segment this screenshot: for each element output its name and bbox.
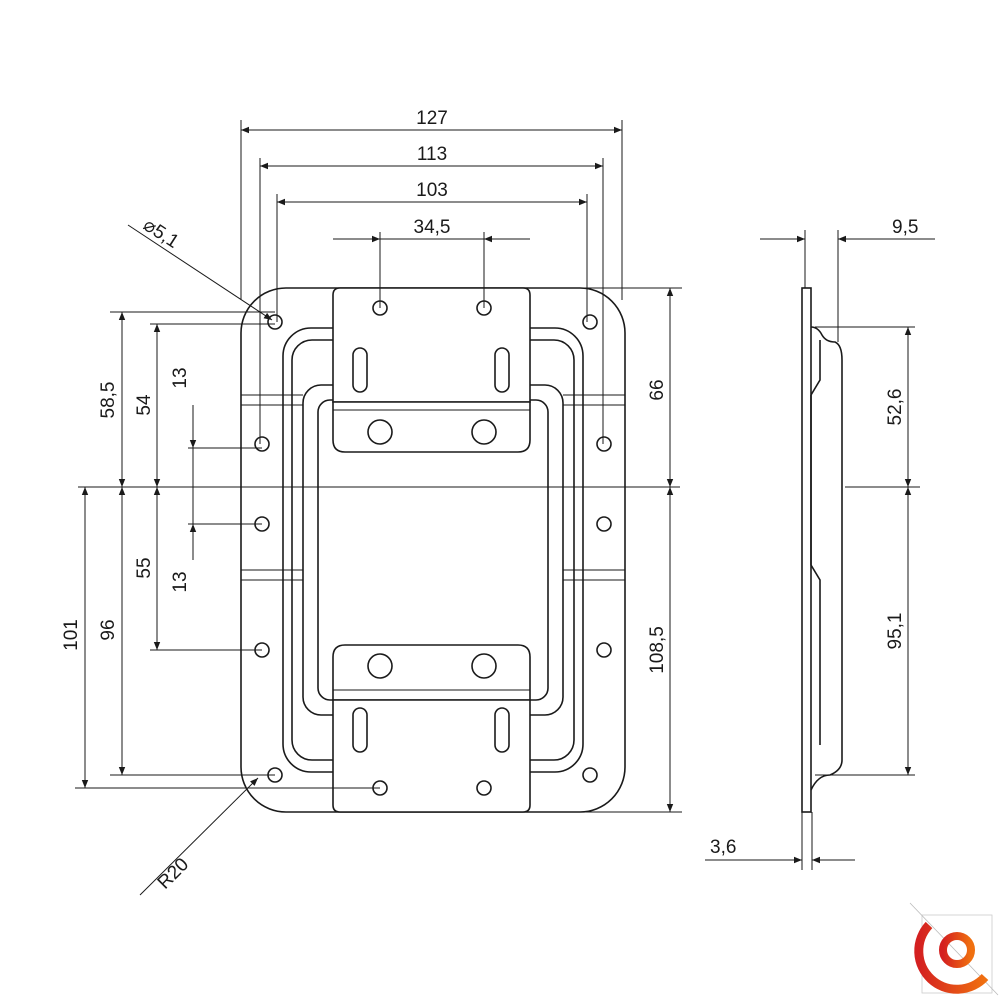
dim-hole-outer: 113	[417, 144, 447, 165]
dim-left-upper-c: 13	[170, 367, 191, 388]
extension-lines	[75, 120, 920, 813]
front-view	[240, 287, 626, 813]
dim-side-depth: 9,5	[892, 217, 918, 238]
dim-left-lower-c: 55	[134, 557, 155, 578]
dim-side-upper: 52,6	[885, 389, 906, 426]
dim-side-lower: 95,1	[885, 613, 906, 650]
dim-right-lower: 108,5	[647, 626, 668, 674]
bottom-hinge-plate	[332, 699, 531, 813]
dim-overall-width: 127	[416, 108, 448, 129]
slot	[352, 347, 368, 393]
bottom-hinge-tab	[332, 644, 531, 701]
top-hinge-tab	[332, 401, 531, 453]
dim-left-lower-a: 101	[61, 619, 82, 651]
dim-left-upper-a: 58,5	[98, 382, 119, 419]
dim-side-thickness: 3,6	[710, 837, 736, 858]
dim-right-upper: 66	[647, 379, 668, 400]
slot	[494, 347, 510, 393]
dimension-lines	[81, 126, 674, 896]
side-view	[705, 230, 935, 870]
slot	[494, 707, 510, 753]
dim-corner-radius: R20	[154, 854, 193, 893]
dim-left-upper-b: 54	[134, 394, 155, 416]
dim-plate-holes: 34,5	[414, 217, 451, 238]
mounting-holes	[254, 300, 612, 796]
top-hinge-plate	[332, 287, 531, 403]
dim-left-lower-b: 96	[98, 619, 119, 640]
dim-left-lower-d: 13	[170, 571, 191, 592]
dim-hole-inner: 103	[416, 180, 448, 201]
brand-logo	[909, 902, 999, 996]
slot	[352, 707, 368, 753]
